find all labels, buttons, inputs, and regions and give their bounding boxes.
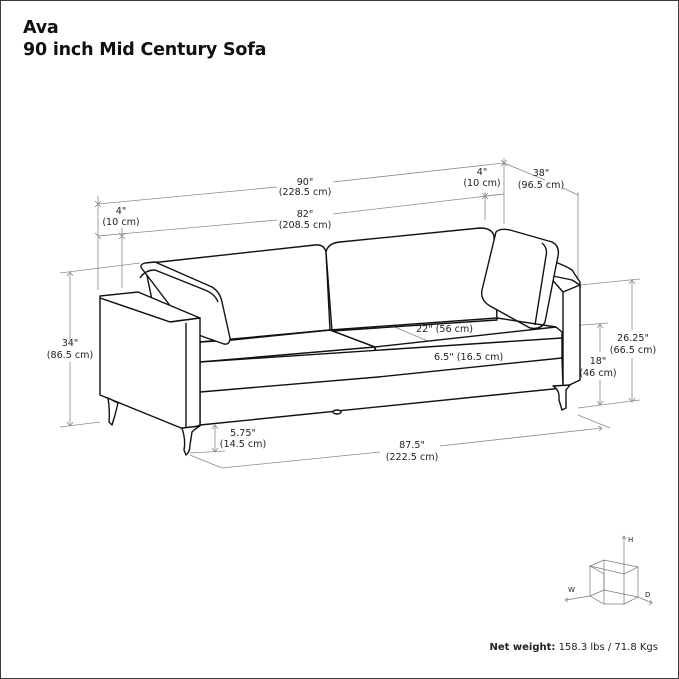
axis-d-label: D	[645, 591, 650, 599]
axis-legend-cube: H W D	[564, 535, 653, 606]
left-throw-pillow	[140, 261, 231, 345]
seat-height-inches: 18"	[590, 356, 607, 367]
arm-height-inches: 26.25"	[617, 333, 649, 344]
overall-width-inches: 90"	[297, 177, 314, 188]
net-weight-value: 158.3 lbs / 71.8 Kgs	[558, 642, 658, 653]
right-throw-pillow	[480, 228, 560, 330]
product-description: 90 inch Mid Century Sofa	[23, 40, 267, 60]
axis-h-label: H	[628, 536, 633, 544]
left-arm-width-cm: (10 cm)	[102, 217, 139, 228]
center-support-foot	[332, 409, 342, 415]
right-arm-width-cm: (10 cm)	[463, 178, 500, 189]
cushion-thickness-label: 6.5" (16.5 cm)	[434, 352, 503, 363]
seat-height-cm: (46 cm)	[579, 368, 616, 379]
inner-width-inches: 82"	[297, 209, 314, 220]
left-back-leg	[107, 397, 119, 426]
net-weight: Net weight: 158.3 lbs / 71.8 Kgs	[489, 642, 658, 653]
inner-width-cm: (208.5 cm)	[279, 220, 332, 231]
left-arm	[99, 297, 201, 431]
depth-cm: (96.5 cm)	[518, 180, 565, 191]
right-front-leg	[552, 384, 571, 411]
leg-span-inches: 87.5"	[399, 440, 425, 451]
left-front-leg	[181, 425, 201, 456]
leg-height-inches: 5.75"	[230, 428, 256, 439]
net-weight-label: Net weight:	[489, 642, 556, 653]
leg-span-cm: (222.5 cm)	[386, 452, 439, 463]
leg-height-cm: (14.5 cm)	[220, 439, 267, 450]
depth-inches: 38"	[533, 168, 550, 179]
seat-depth-label: 22" (56 cm)	[416, 324, 473, 335]
right-arm-width-inches: 4"	[477, 167, 488, 178]
title-block: Ava 90 inch Mid Century Sofa	[23, 17, 266, 61]
product-name: Ava	[23, 18, 59, 38]
right-back-cushion	[325, 227, 498, 332]
dimension-labels: 90" (228.5 cm) 82" (208.5 cm) 4" (10 cm)…	[47, 167, 657, 463]
sofa-drawing	[99, 227, 581, 456]
overall-height-inches: 34"	[62, 338, 79, 349]
left-arm-width-inches: 4"	[116, 206, 127, 217]
overall-height-cm: (86.5 cm)	[47, 350, 94, 361]
overall-width-cm: (228.5 cm)	[279, 187, 332, 198]
arm-height-cm: (66.5 cm)	[610, 345, 657, 356]
axis-w-label: W	[568, 586, 575, 594]
